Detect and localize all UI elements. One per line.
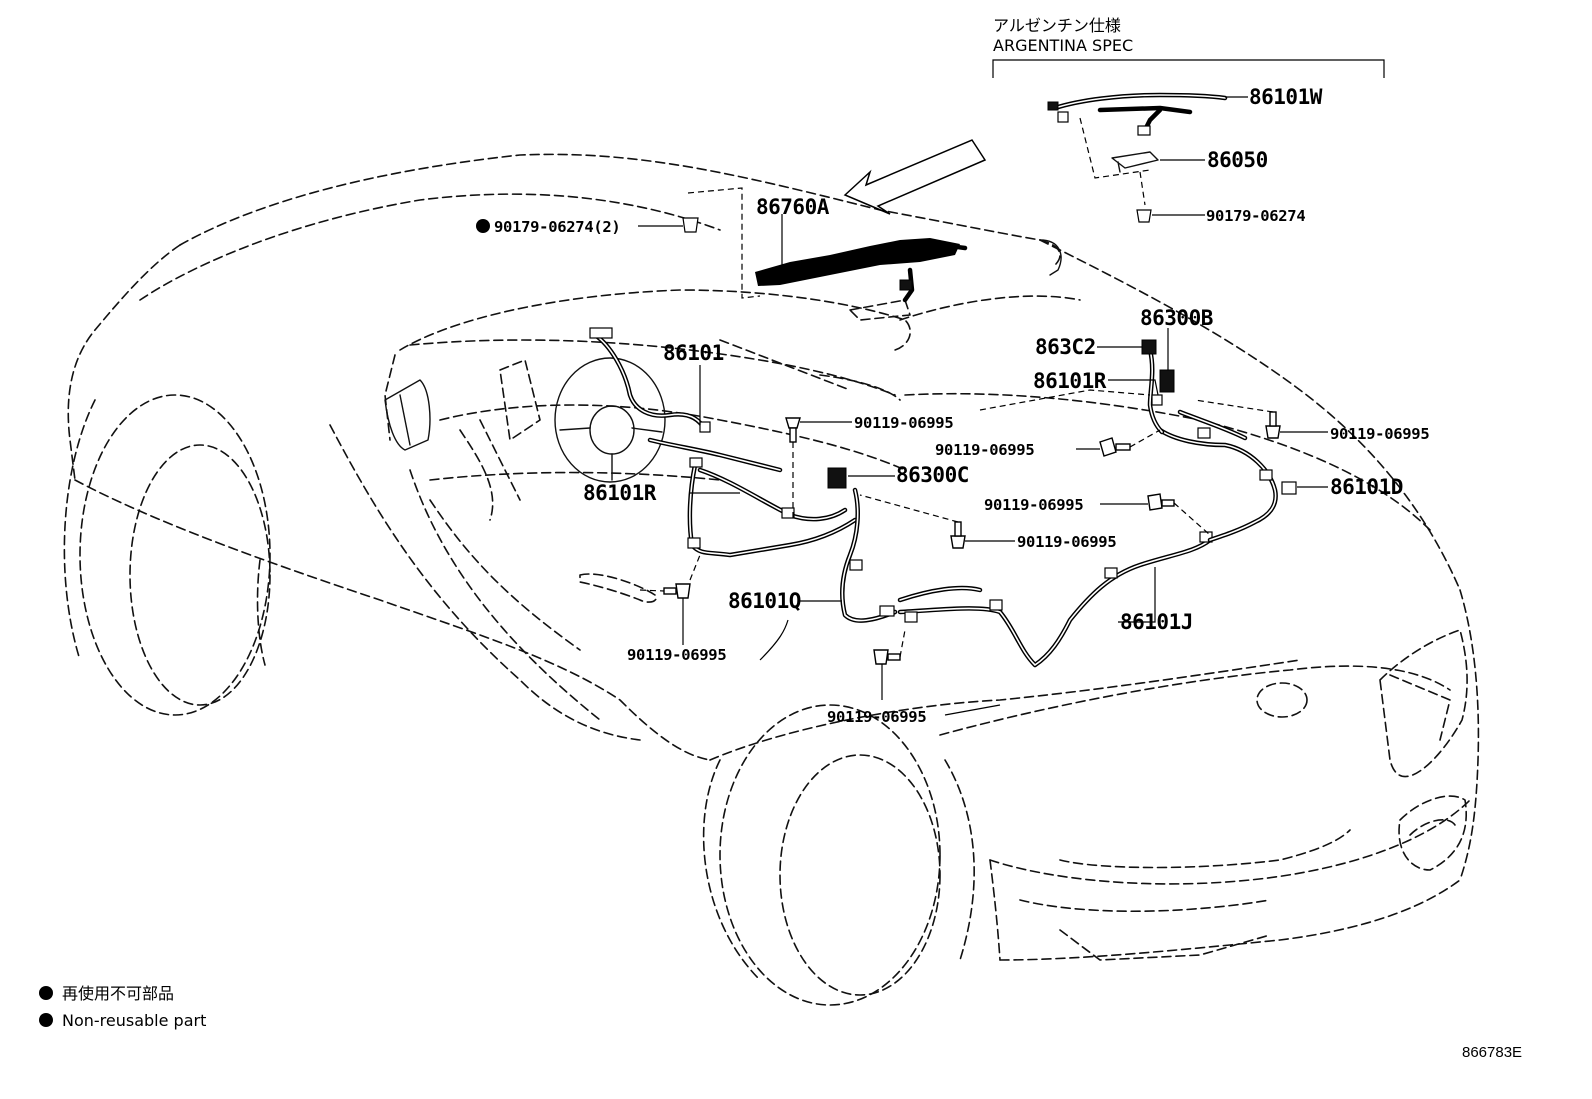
part-label-86300c: 86300C: [896, 463, 969, 487]
spec-title-en: ARGENTINA SPEC: [993, 36, 1133, 55]
legend-item-en: Non-reusable part: [62, 1011, 206, 1030]
non-reusable-mark-icon: [476, 219, 490, 233]
part-label-90119-06995-d: 90119-06995: [984, 496, 1083, 514]
legend-bullet-jp-icon: [39, 986, 53, 1000]
bolt-90119-06995-g: [873, 629, 906, 700]
legend: 再使用不可部品 Non-reusable part: [39, 984, 206, 1030]
part-label-86101d: 86101D: [1330, 475, 1403, 499]
part-label-90179-06274-2: 90179-06274(2): [494, 218, 620, 236]
direction-arrow: [843, 139, 987, 215]
part-label-86050: 86050: [1207, 148, 1268, 172]
bolt-90119-06995-f: [639, 554, 701, 645]
bolt-90119-06995-a: [785, 417, 852, 520]
part-label-90179-06274-spec: 90179-06274: [1206, 207, 1305, 225]
clip-90179-06274-spec: [1136, 171, 1205, 223]
bolt-90119-06995-e: [859, 494, 1015, 549]
harness-86101d: [1157, 409, 1297, 543]
part-label-90119-06995-g: 90119-06995: [827, 708, 926, 726]
part-label-86101r-left: 86101R: [583, 481, 657, 505]
harness-86101: [589, 327, 783, 473]
diagram-id: 866783E: [1462, 1044, 1522, 1061]
part-label-90119-06995-f: 90119-06995: [627, 646, 726, 664]
part-label-86300b: 86300B: [1140, 306, 1213, 330]
legend-bullet-en-icon: [39, 1013, 53, 1027]
part-label-86101q: 86101Q: [728, 589, 801, 613]
harness-86101j: [897, 531, 1213, 668]
harness-86101r-right: [1141, 339, 1175, 435]
bolt-90119-06995-b: [1076, 429, 1161, 457]
part-label-90119-06995-b: 90119-06995: [935, 441, 1034, 459]
spec-title-jp: アルゼンチン仕様: [993, 16, 1121, 35]
part-label-90119-06995-e: 90119-06995: [1017, 533, 1116, 551]
car-body-outline: [63, 153, 1480, 1006]
part-label-863c2: 863C2: [1035, 335, 1096, 359]
connector-86300c: [827, 467, 895, 489]
part-label-86101w: 86101W: [1249, 85, 1323, 109]
harness-86760a: [687, 187, 968, 303]
bolt-90119-06995-c: [1194, 399, 1328, 439]
part-label-86101: 86101: [663, 341, 724, 365]
part-label-86101r-right: 86101R: [1033, 369, 1107, 393]
part-label-90119-06995-a: 90119-06995: [854, 414, 953, 432]
part-label-86101j: 86101J: [1120, 610, 1193, 634]
harness-86101w: [1047, 92, 1228, 136]
part-label-90119-06995-c: 90119-06995: [1330, 425, 1429, 443]
spec-bracket: [992, 59, 1385, 78]
legend-item-jp: 再使用不可部品: [62, 984, 174, 1003]
clip-90179-06274-2: [638, 217, 699, 233]
argentina-spec-section: アルゼンチン仕様 ARGENTINA SPEC: [992, 16, 1385, 78]
part-label-86760a: 86760A: [756, 195, 830, 219]
bracket-86050: [1079, 117, 1159, 179]
harness-86101r-left: [687, 457, 858, 558]
bolt-90119-06995-d: [1100, 493, 1211, 536]
harness-86101q: [840, 487, 898, 623]
